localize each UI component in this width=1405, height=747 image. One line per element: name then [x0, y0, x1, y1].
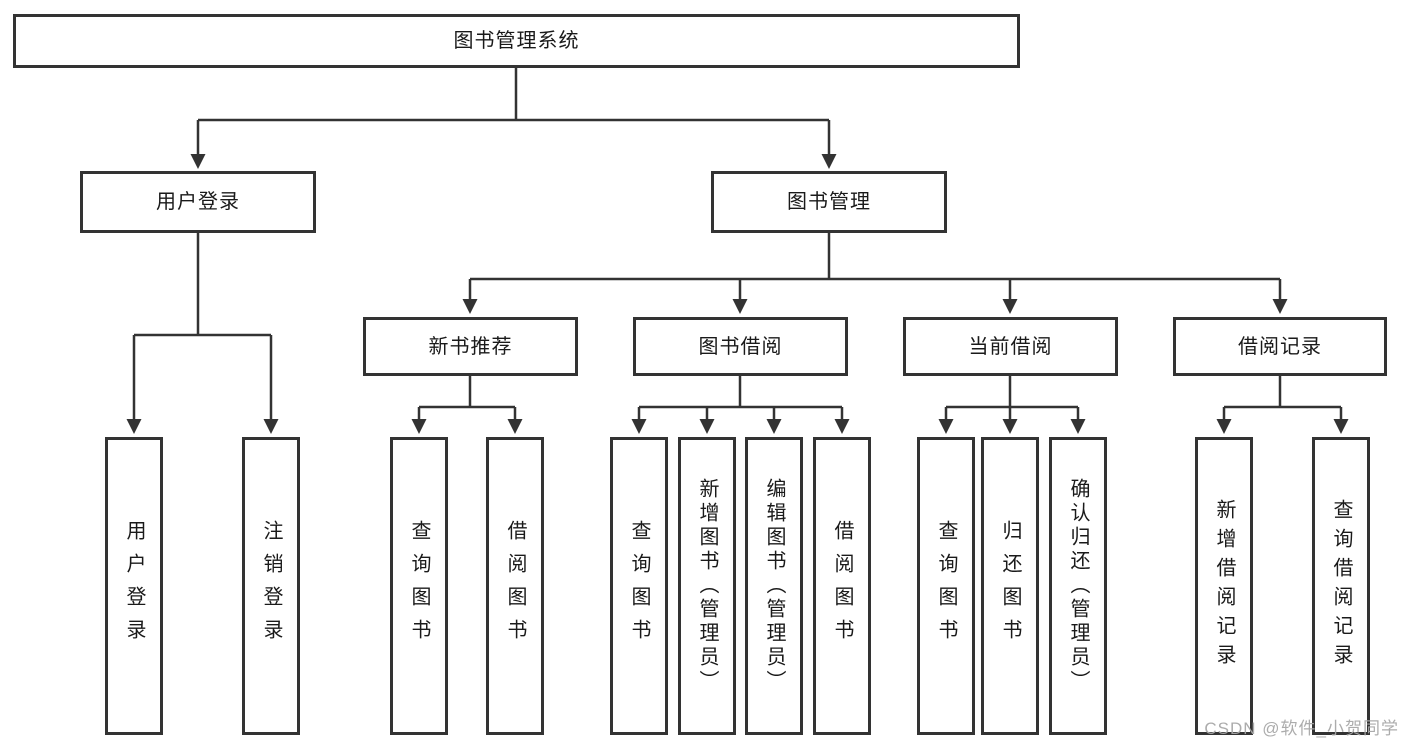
node-user-login: 用户登录 — [80, 171, 316, 233]
node-label: 归还图书 — [999, 520, 1021, 652]
node-label: 图书管理 — [787, 191, 871, 213]
node-label: 借阅记录 — [1238, 335, 1322, 358]
leaf-borrow-query-book: 查询图书 — [610, 437, 668, 735]
node-label: 查询图书 — [935, 520, 957, 652]
leaf-user-login: 用户登录 — [105, 437, 163, 735]
node-label: 新增借阅记录 — [1213, 499, 1235, 673]
node-current-borrow: 当前借阅 — [903, 317, 1118, 376]
leaf-current-confirm-return-admin: 确认归还（管理员） — [1049, 437, 1107, 735]
node-label: 查询图书 — [408, 520, 430, 652]
node-label: 借阅图书 — [831, 520, 853, 652]
node-label: 查询借阅记录 — [1330, 499, 1352, 673]
node-label: 确认归还（管理员） — [1067, 478, 1089, 694]
node-label: 图书管理系统 — [453, 30, 580, 52]
leaf-newrec-borrow-book: 借阅图书 — [486, 437, 544, 735]
leaf-current-return-book: 归还图书 — [981, 437, 1039, 735]
leaf-records-query-record: 查询借阅记录 — [1312, 437, 1370, 735]
leaf-borrow-add-book-admin: 新增图书（管理员） — [678, 437, 736, 735]
node-label: 图书借阅 — [698, 335, 783, 358]
leaf-current-query-book: 查询图书 — [917, 437, 975, 735]
node-new-book-recommend: 新书推荐 — [363, 317, 578, 376]
node-book-borrow: 图书借阅 — [633, 317, 848, 376]
node-label: 用户登录 — [156, 191, 240, 213]
node-root: 图书管理系统 — [13, 14, 1020, 68]
node-label: 查询图书 — [628, 520, 650, 652]
node-label: 新增图书（管理员） — [696, 478, 718, 694]
node-label: 新书推荐 — [428, 335, 513, 358]
node-label: 用户登录 — [123, 520, 145, 652]
leaf-borrow-borrow-book: 借阅图书 — [813, 437, 871, 735]
node-book-management: 图书管理 — [711, 171, 947, 233]
node-borrow-records: 借阅记录 — [1173, 317, 1387, 376]
node-label: 编辑图书（管理员） — [763, 478, 785, 694]
leaf-logout: 注销登录 — [242, 437, 300, 735]
leaf-borrow-edit-book-admin: 编辑图书（管理员） — [745, 437, 803, 735]
leaf-newrec-query-book: 查询图书 — [390, 437, 448, 735]
leaf-records-add-record: 新增借阅记录 — [1195, 437, 1253, 735]
node-label: 注销登录 — [260, 520, 282, 652]
node-label: 借阅图书 — [504, 520, 526, 652]
csdn-watermark: CSDN @软件_小贺同学 — [1204, 719, 1399, 738]
node-label: 当前借阅 — [968, 335, 1053, 358]
